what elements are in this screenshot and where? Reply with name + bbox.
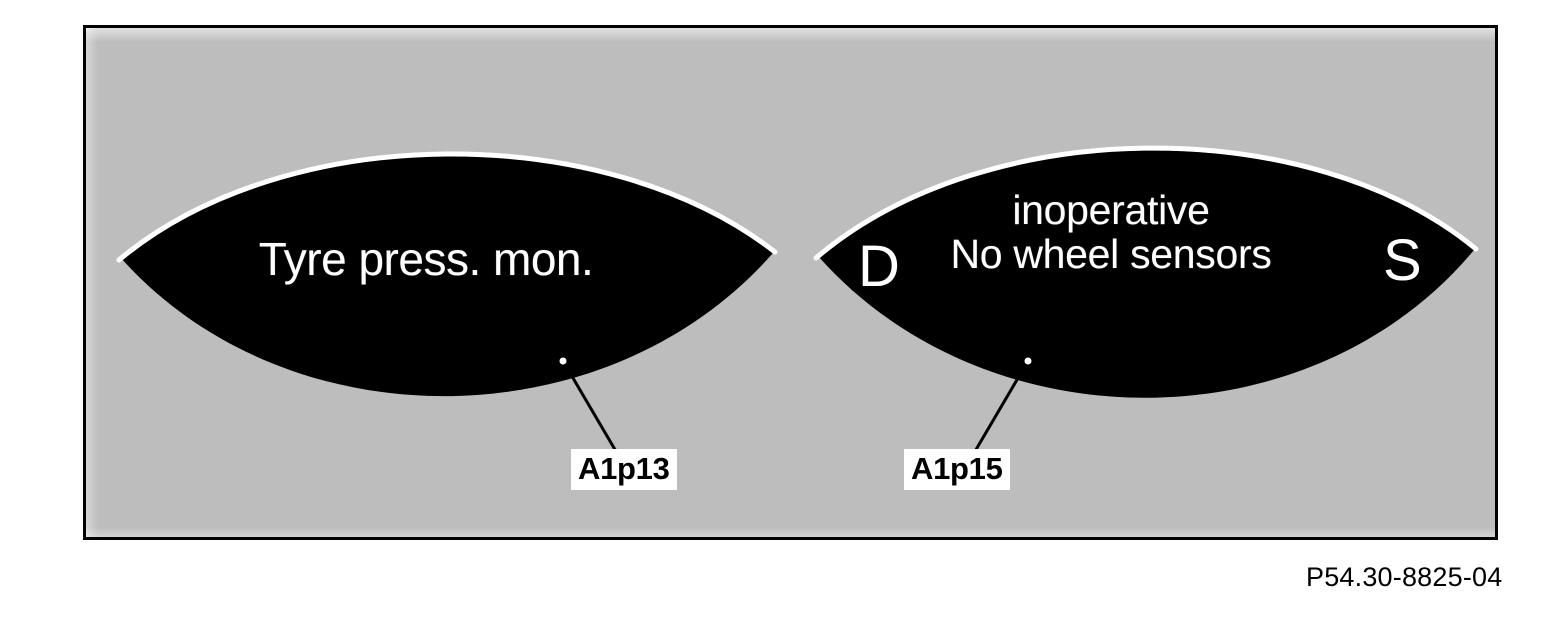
display-right-message-line-2: No wheel sensors xyxy=(950,230,1272,277)
figure-frame: Tyre press. mon. inoperative No wheel se… xyxy=(83,25,1498,540)
figure-reference-number: P54.30-8825-04 xyxy=(1306,562,1503,592)
display-left-shape xyxy=(116,145,1479,398)
display-right-message: inoperative No wheel sensors xyxy=(876,187,1346,277)
display-right-left-letter: D xyxy=(858,234,900,299)
display-left-message: Tyre press. mon. xyxy=(258,233,594,285)
display-right-body xyxy=(818,150,1474,398)
display-left-body xyxy=(121,156,773,397)
display-left-highlight xyxy=(116,151,778,263)
callout-label-a1p15: A1p15 xyxy=(904,449,1010,490)
callout-label-a1p13: A1p13 xyxy=(571,449,677,490)
display-right-highlight xyxy=(813,145,1479,261)
display-right-right-letter: S xyxy=(1383,228,1422,293)
display-right-message-line-1: inoperative xyxy=(1012,187,1210,233)
